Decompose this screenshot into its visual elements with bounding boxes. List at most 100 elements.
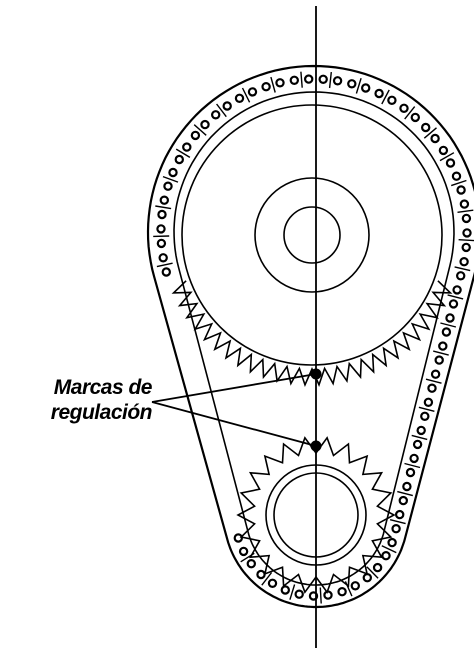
chain-link-pin: [430, 369, 441, 379]
chain-link-pin: [416, 425, 426, 436]
callout-leader-upper: [151, 373, 317, 403]
chain-link-pin: [402, 481, 412, 492]
chain-link-plate: [241, 87, 251, 103]
camshaft-sprocket-teeth: [171, 280, 453, 387]
chain-link-pin: [434, 355, 444, 365]
timing-chain-outer-edge: [146, 64, 474, 609]
chain-link-pin: [387, 537, 397, 548]
chain-link-pin: [337, 587, 347, 597]
chain-link-pin: [163, 181, 173, 191]
chain-link-pin: [461, 242, 471, 253]
chain-link-pin: [459, 257, 469, 267]
chain-link-plate: [366, 566, 379, 579]
chain-link-pin: [156, 224, 166, 234]
chain-link-plate: [423, 127, 437, 139]
chain-link-pin: [347, 79, 357, 89]
camshaft-sprocket-hub-ring: [254, 177, 370, 293]
chain-link-pin: [323, 590, 333, 600]
chain-link-plate: [458, 239, 474, 242]
chain-link-pin: [233, 533, 243, 543]
chain-link-pin: [459, 199, 470, 209]
chain-link-pin: [381, 551, 391, 561]
chain-link-plate: [381, 89, 390, 105]
chain-link-plate: [439, 152, 455, 162]
chain-link-pin: [332, 76, 343, 86]
chain-link-plate: [300, 71, 303, 88]
chain-link-pin: [304, 74, 314, 84]
chain-link-plate: [404, 106, 416, 120]
chain-link-plate: [175, 148, 191, 158]
chain-link-pin: [156, 238, 167, 249]
timing-chain-inner-edge: [173, 91, 455, 586]
chain-link-pin: [441, 327, 452, 337]
chain-link-plate: [418, 406, 435, 412]
chain-link-pin: [410, 112, 420, 123]
chain-link-plate: [355, 77, 362, 94]
chain-link-pin: [289, 75, 299, 86]
chain-link-pin: [452, 285, 462, 295]
chain-link-plate: [450, 179, 467, 187]
chain-link-pin: [246, 559, 256, 569]
chain-link-pin: [190, 130, 201, 141]
chain-link-pin: [222, 101, 232, 111]
chain-link-pin: [438, 145, 449, 156]
chain-link-pin: [210, 110, 221, 120]
chain-link-plate: [447, 294, 464, 300]
chain-link-pin: [405, 467, 416, 478]
chain-link-pin: [456, 185, 466, 195]
chain-link-plate: [433, 350, 449, 356]
chain-link-plate: [162, 175, 179, 183]
chain-link-pin: [200, 119, 210, 130]
chain-link-plate: [270, 76, 276, 93]
chain-link-pin: [387, 95, 397, 106]
timing-chain: [146, 64, 474, 609]
chain-link-pin: [234, 93, 245, 104]
chain-link-plate: [381, 545, 397, 554]
chain-link-pin: [261, 81, 271, 92]
camshaft-sprocket-bore: [283, 206, 341, 264]
chain-link-plate: [404, 462, 421, 469]
chain-link-plate: [457, 209, 474, 213]
chain-link-pin: [423, 397, 434, 407]
chain-link-pin: [372, 562, 383, 573]
chain-link-pin: [427, 383, 437, 393]
chain-link-plate: [425, 378, 442, 384]
chain-link-pin: [391, 524, 401, 534]
chain-link-plate: [319, 587, 322, 604]
chain-link-pin: [161, 267, 171, 277]
camshaft-sprocket: [171, 104, 453, 387]
chain-link-pin: [174, 154, 184, 165]
chain-link-pin: [267, 578, 278, 589]
chain-link-pin: [412, 439, 423, 450]
chain-link-plate: [397, 490, 413, 497]
chain-link-pin: [445, 313, 455, 323]
chain-link-pin: [350, 581, 360, 591]
chain-link-pin: [157, 209, 167, 220]
chain-link-pin: [399, 103, 409, 114]
chain-link-plate: [411, 434, 428, 441]
chain-link-pin: [438, 341, 448, 351]
chain-link-pin: [275, 78, 285, 88]
timing-marks-label-line2: regulación: [50, 401, 153, 424]
chain-link-pin: [294, 589, 304, 599]
chain-link-plate: [261, 572, 273, 586]
chain-link-pin: [398, 495, 408, 506]
camshaft-sprocket-outer-ring: [181, 104, 443, 366]
chain-link-pin: [421, 122, 431, 133]
chain-link-pin: [456, 271, 466, 281]
chain-link-pin: [462, 228, 472, 238]
chain-link-plate: [156, 262, 173, 268]
chain-link-pin: [420, 411, 430, 421]
chain-link-plate: [193, 124, 207, 136]
chain-link-pin: [430, 133, 440, 144]
chain-link-pin: [256, 569, 266, 580]
chain-link-pin: [451, 171, 462, 181]
chain-link-pin: [409, 453, 419, 464]
chain-link-pin: [395, 509, 405, 520]
chain-link-plate: [216, 103, 227, 118]
callout-leader-lower: [151, 401, 317, 447]
chain-link-pin: [461, 213, 472, 224]
chain-link-pin: [362, 573, 372, 583]
chain-link-plate: [440, 322, 457, 328]
